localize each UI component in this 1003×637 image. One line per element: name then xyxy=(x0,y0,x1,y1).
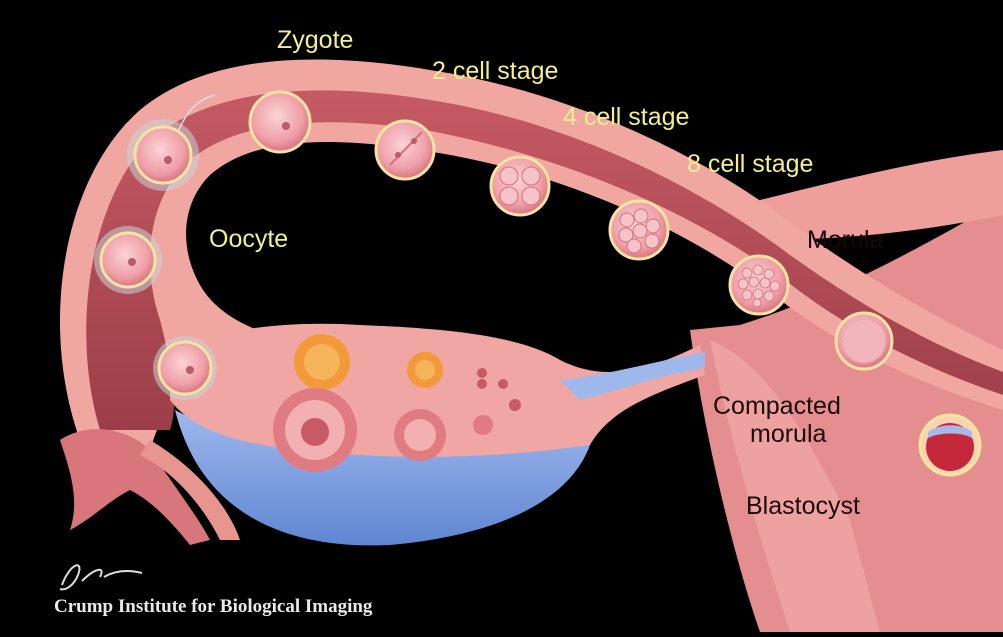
compacted-morula-label-line2: morula xyxy=(750,420,827,448)
zygote-label: Zygote xyxy=(277,26,354,54)
signature-mark xyxy=(59,564,143,591)
two-cell-stage-label: 2 cell stage xyxy=(432,57,559,85)
zygote-cell xyxy=(248,90,312,154)
ovarian-ligament xyxy=(560,352,705,400)
compacted-morula-label-line1: Compacted xyxy=(713,392,841,420)
uterus-top xyxy=(760,150,1003,240)
oocyte-cell xyxy=(94,226,162,294)
oocyte-cell-release xyxy=(153,336,217,400)
fertilization-cell xyxy=(127,94,216,191)
eight-cell-stage-cell xyxy=(608,199,670,261)
morula-cell xyxy=(728,254,790,316)
compacted-morula-cell xyxy=(834,311,894,371)
morula-label: Morula xyxy=(807,226,884,254)
blastocyst-cell xyxy=(918,413,982,477)
fimbriae xyxy=(60,429,210,545)
eight-cell-stage-label: 8 cell stage xyxy=(687,150,814,178)
blastocyst-label: Blastocyst xyxy=(746,492,860,520)
four-cell-stage-cell xyxy=(489,155,551,217)
oocyte-label: Oocyte xyxy=(209,225,289,253)
uterus-wall-highlight xyxy=(710,340,880,632)
two-cell-stage-cell xyxy=(374,119,436,181)
four-cell-stage-label: 4 cell stage xyxy=(563,103,690,131)
credit-text: Crump Institute for Biological Imaging xyxy=(54,596,373,617)
